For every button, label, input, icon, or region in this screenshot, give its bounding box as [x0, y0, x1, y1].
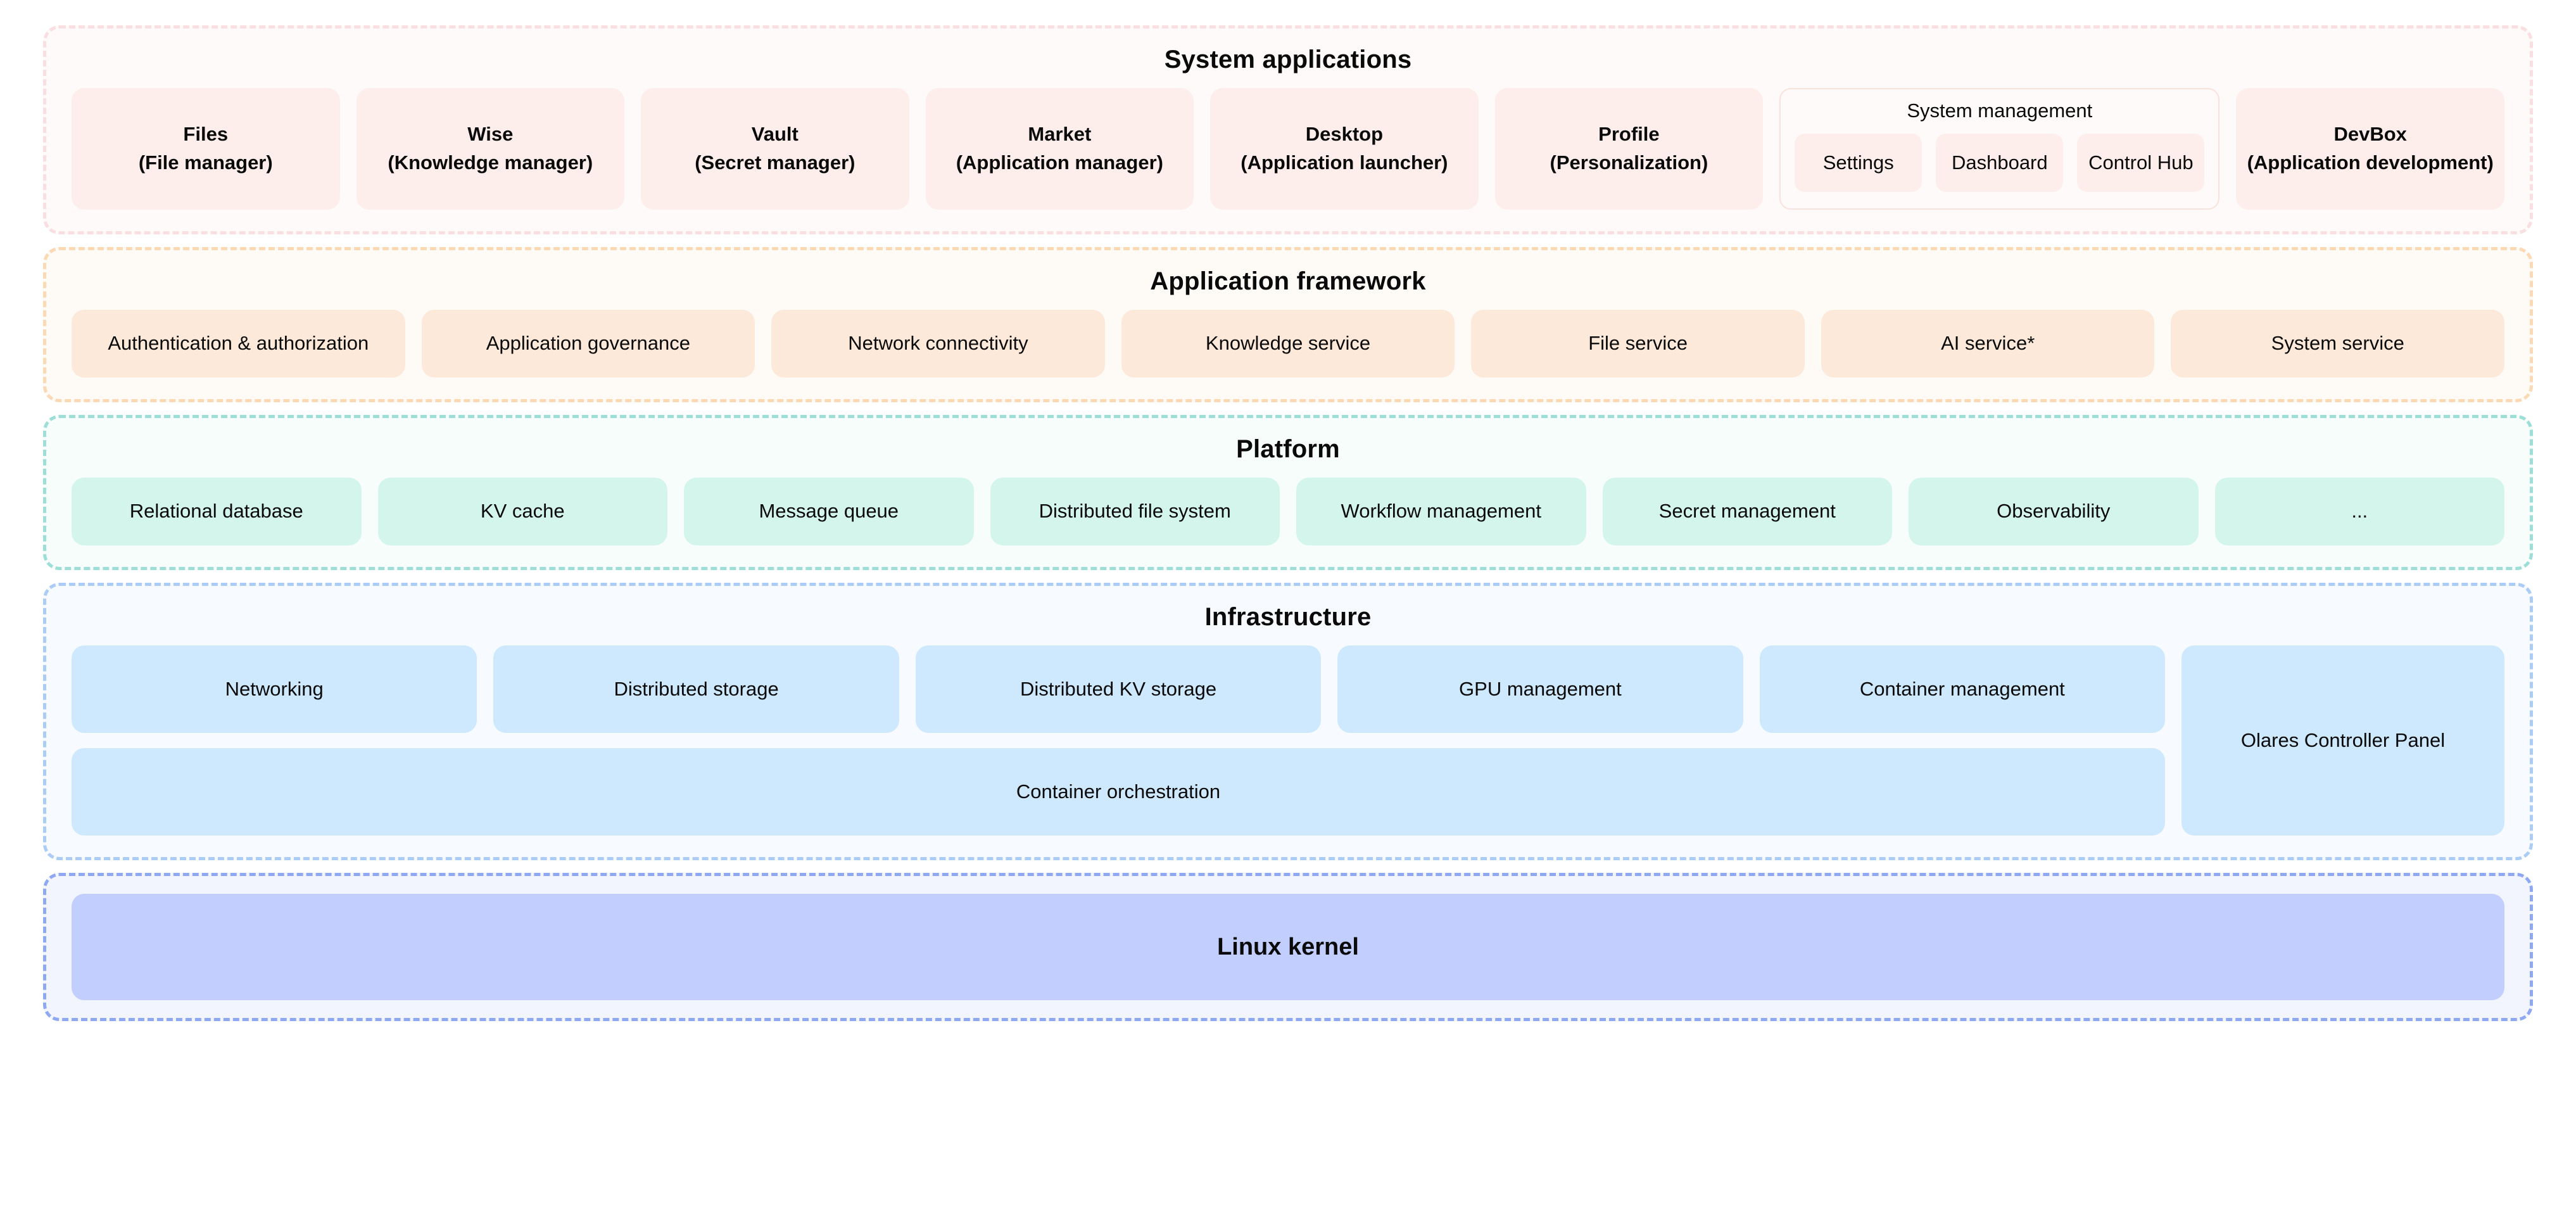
infra-card-gpu-management[interactable]: GPU management [1337, 645, 1743, 733]
platform-card-secret-management[interactable]: Secret management [1602, 478, 1892, 545]
platform-card-more[interactable]: ... [2214, 478, 2504, 545]
system-management-item-dashboard[interactable]: Dashboard [1936, 134, 2064, 192]
framework-card-system-service[interactable]: System service [2171, 310, 2505, 378]
kernel-card-linux-kernel[interactable]: Linux kernel [72, 894, 2504, 1000]
layer-title-system-applications: System applications [1164, 46, 1412, 73]
layer-title-application-framework: Application framework [1150, 267, 1426, 295]
app-card-wise-name: Wise [467, 123, 514, 146]
app-card-profile-name: Profile [1598, 123, 1660, 146]
framework-card-authentication-authorization[interactable]: Authentication & authorization [72, 310, 405, 378]
infra-card-container-orchestration[interactable]: Container orchestration [72, 748, 2165, 836]
infra-card-container-management[interactable]: Container management [1759, 645, 2166, 733]
system-applications-row: Files (File manager) Wise (Knowledge man… [72, 88, 2504, 210]
platform-card-workflow-management[interactable]: Workflow management [1296, 478, 1586, 545]
framework-card-application-governance[interactable]: Application governance [421, 310, 755, 378]
layer-linux-kernel: Linux kernel [43, 873, 2533, 1021]
app-card-vault[interactable]: Vault (Secret manager) [641, 88, 909, 210]
app-card-market-name: Market [1028, 123, 1092, 146]
app-card-desktop[interactable]: Desktop (Application launcher) [1210, 88, 1479, 210]
layer-system-applications: System applications Files (File manager)… [43, 25, 2533, 234]
platform-card-relational-database[interactable]: Relational database [72, 478, 362, 545]
platform-row: Relational database KV cache Message que… [72, 478, 2504, 545]
app-card-vault-sub: (Secret manager) [695, 151, 856, 174]
layer-platform: Platform Relational database KV cache Me… [43, 415, 2533, 570]
infra-card-networking[interactable]: Networking [72, 645, 477, 733]
app-card-profile[interactable]: Profile (Personalization) [1494, 88, 1764, 210]
infrastructure-row-2: Container orchestration [72, 748, 2165, 836]
framework-card-knowledge-service[interactable]: Knowledge service [1121, 310, 1455, 378]
application-framework-row: Authentication & authorization Applicati… [72, 310, 2505, 378]
platform-card-observability[interactable]: Observability [1909, 478, 2199, 545]
platform-card-distributed-file-system[interactable]: Distributed file system [990, 478, 1280, 545]
infrastructure-left-column: Networking Distributed storage Distribut… [72, 645, 2166, 836]
infra-card-olares-controller-panel[interactable]: Olares Controller Panel [2181, 645, 2504, 836]
app-card-desktop-name: Desktop [1305, 123, 1384, 146]
infra-card-distributed-kv-storage[interactable]: Distributed KV storage [915, 645, 1322, 733]
platform-card-message-queue[interactable]: Message queue [684, 478, 974, 545]
app-card-files[interactable]: Files (File manager) [72, 88, 340, 210]
system-management-group: System management Settings Dashboard Con… [1779, 88, 2220, 210]
layer-application-framework: Application framework Authentication & a… [43, 247, 2533, 402]
system-management-item-settings[interactable]: Settings [1795, 134, 1923, 192]
app-card-desktop-sub: (Application launcher) [1241, 151, 1448, 174]
infrastructure-row-1: Networking Distributed storage Distribut… [72, 645, 2166, 733]
app-card-devbox[interactable]: DevBox (Application development) [2236, 88, 2504, 210]
layer-title-infrastructure: Infrastructure [1204, 603, 1372, 631]
framework-card-ai-service[interactable]: AI service* [1821, 310, 2155, 378]
app-card-wise[interactable]: Wise (Knowledge manager) [356, 88, 625, 210]
layer-title-platform: Platform [1236, 435, 1340, 463]
infra-card-distributed-storage[interactable]: Distributed storage [493, 645, 899, 733]
app-card-files-name: Files [183, 123, 229, 146]
app-card-vault-name: Vault [751, 123, 799, 146]
system-management-item-control-hub[interactable]: Control Hub [2077, 134, 2205, 192]
app-card-profile-sub: (Personalization) [1550, 151, 1708, 174]
app-card-devbox-name: DevBox [2333, 123, 2407, 146]
layer-infrastructure: Infrastructure Networking Distributed st… [43, 583, 2533, 860]
infrastructure-body: Networking Distributed storage Distribut… [72, 645, 2504, 836]
app-card-wise-sub: (Knowledge manager) [388, 151, 593, 174]
app-card-devbox-sub: (Application development) [2247, 151, 2494, 174]
framework-card-network-connectivity[interactable]: Network connectivity [771, 310, 1105, 378]
app-card-market[interactable]: Market (Application manager) [925, 88, 1194, 210]
system-management-items: Settings Dashboard Control Hub [1795, 134, 2205, 192]
platform-card-kv-cache[interactable]: KV cache [377, 478, 667, 545]
system-management-title: System management [1907, 99, 2093, 122]
app-card-market-sub: (Application manager) [956, 151, 1163, 174]
app-card-files-sub: (File manager) [138, 151, 273, 174]
framework-card-file-service[interactable]: File service [1471, 310, 1805, 378]
